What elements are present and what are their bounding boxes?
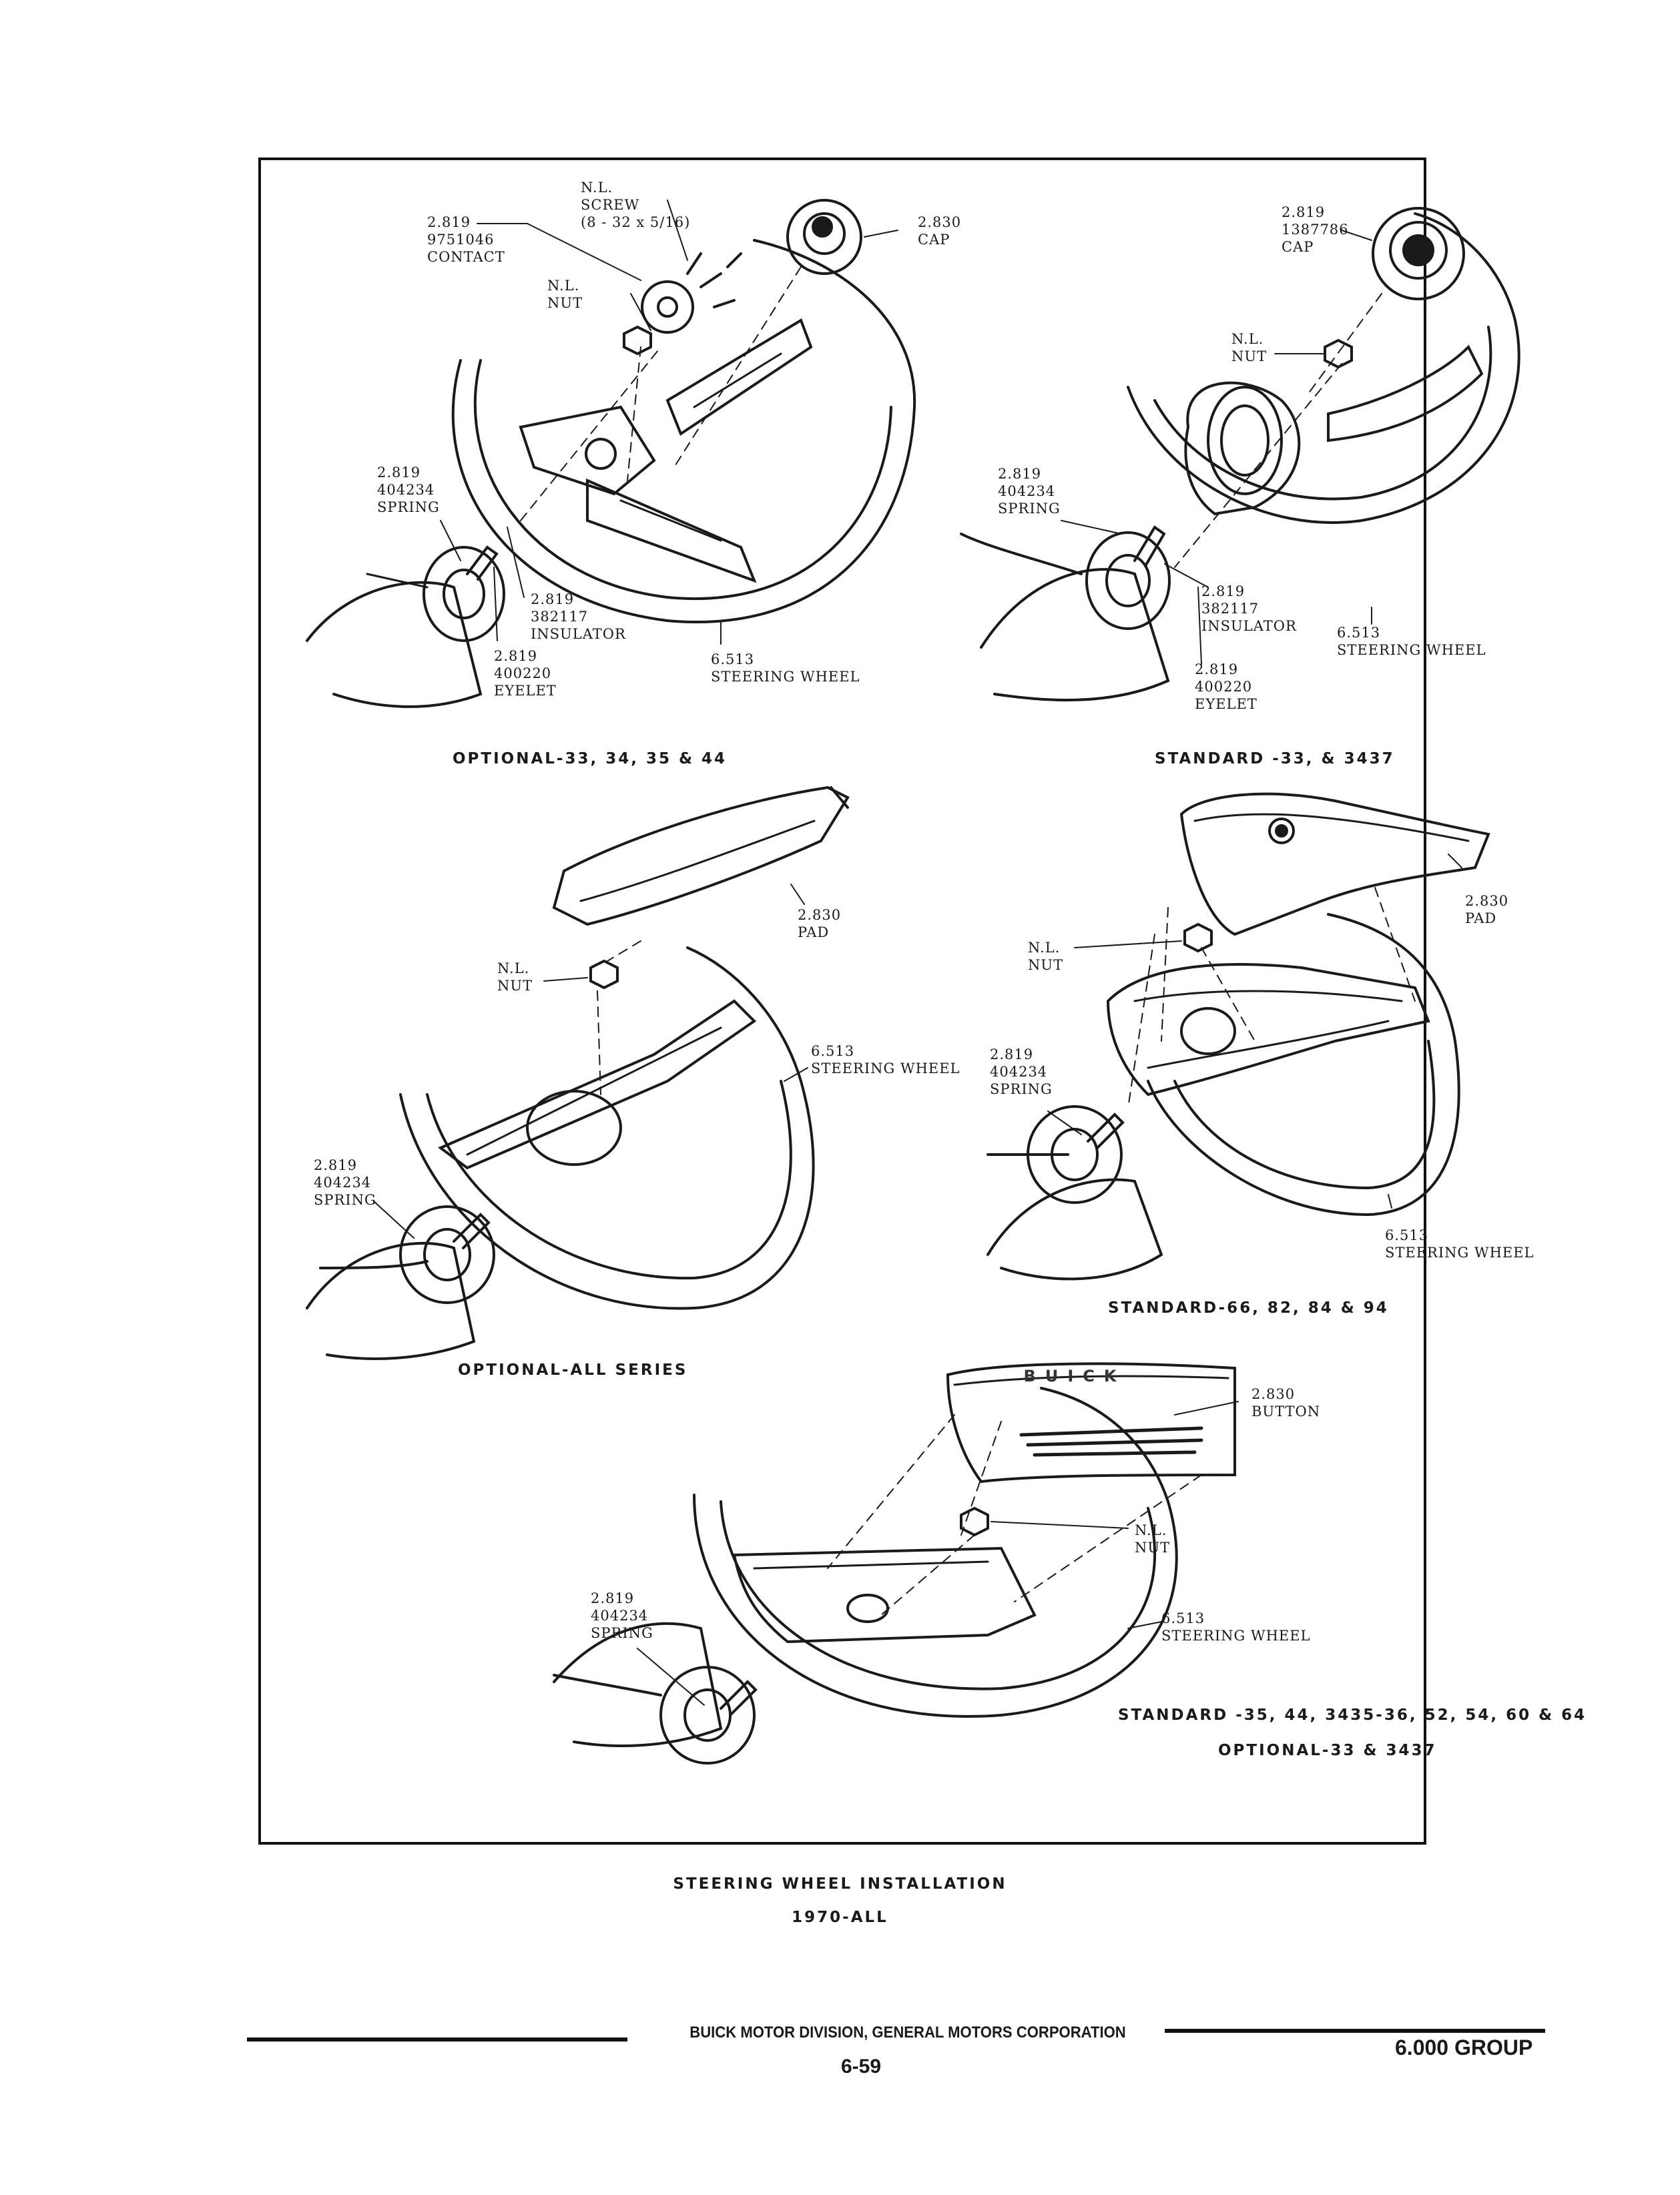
label-nut: N.L. NUT (1231, 331, 1268, 364)
screw (686, 252, 742, 308)
label-eyelet: 2.819 400220 EYELET (494, 648, 557, 699)
pad (1179, 792, 1490, 936)
button-lettering: BUICK (1023, 1367, 1126, 1385)
label-screw: N.L. SCREW (8 - 32 x 5/16) (581, 180, 691, 230)
label-steering-wheel: 6.513 STEERING WHEEL (1161, 1610, 1311, 1644)
nut (589, 959, 619, 990)
steering-wheel-rim (1147, 913, 1460, 1217)
steering-wheel-rim (1127, 212, 1520, 525)
panel-5-caption: STANDARD -35, 44, 3435-36, 52, 54, 60 & … (1118, 1706, 1587, 1724)
label-spring: 2.819 404234 SPRING (377, 464, 440, 515)
horn-cap (1372, 207, 1465, 300)
label-insulator: 2.819 382117 INSULATOR (1201, 583, 1297, 634)
label-spring: 2.819 404234 SPRING (314, 1157, 376, 1208)
label-steering-wheel: 6.513 STEERING WHEEL (1337, 625, 1486, 658)
figure-subtitle: 1970-ALL (792, 1909, 888, 1926)
label-nut: N.L. NUT (1028, 940, 1064, 973)
steering-wheel-spoke (665, 318, 813, 436)
hub (1184, 381, 1301, 516)
page-number: 6-59 (840, 2056, 882, 2078)
label-spring: 2.819 404234 SPRING (998, 466, 1061, 517)
label-insulator: 2.819 382117 INSULATOR (531, 591, 626, 642)
contact-plate (641, 280, 694, 334)
panel-5-caption-2: OPTIONAL-33 & 3437 (1218, 1742, 1437, 1759)
steering-column (987, 1178, 1163, 1281)
label-nut: N.L. NUT (547, 278, 583, 311)
nut (1324, 338, 1353, 369)
label-pad: 2.830 PAD (1465, 893, 1509, 926)
label-steering-wheel: 6.513 STEERING WHEEL (811, 1043, 960, 1076)
steering-wheel-spoke (732, 1546, 1037, 1644)
panel-4-caption: STANDARD-66, 82, 84 & 94 (1108, 1299, 1389, 1317)
steering-column (306, 1241, 476, 1360)
steering-wheel-rim (399, 946, 815, 1310)
hub (846, 1594, 889, 1623)
footer-division: BUICK MOTOR DIVISION, GENERAL MOTORS COR… (689, 2023, 1126, 2042)
figure-title: STEERING WHEEL INSTALLATION (673, 1875, 1007, 1893)
nut (623, 325, 652, 356)
label-cap: 2.830 CAP (918, 214, 962, 248)
steering-column (553, 1622, 723, 1747)
footer-rule-right (1165, 2029, 1545, 2033)
footer-rule-left (247, 2037, 627, 2042)
panel-1-drawing (306, 199, 916, 708)
panel-4-drawing (987, 792, 1490, 1281)
hub (526, 1090, 622, 1166)
steering-column (306, 581, 483, 708)
steering-wheel-spoke (1106, 963, 1430, 1096)
pad (552, 786, 850, 926)
label-contact: 2.819 9751046 CONTACT (427, 214, 505, 265)
label-button: 2.830 BUTTON (1251, 1386, 1321, 1420)
panel-5-drawing (553, 1362, 1239, 1765)
hub (1180, 1007, 1236, 1055)
label-nut: N.L. NUT (497, 960, 533, 994)
label-steering-wheel: 6.513 STEERING WHEEL (1385, 1227, 1534, 1261)
button (946, 1362, 1236, 1484)
steering-wheel-rim (451, 239, 916, 623)
label-spring: 2.819 404234 SPRING (990, 1046, 1053, 1097)
group-label: 6.000 GROUP (1395, 2035, 1533, 2060)
label-cap: 2.819 1387786 CAP (1282, 204, 1349, 255)
steering-wheel-spoke (586, 478, 757, 583)
label-eyelet: 2.819 400220 EYELET (1195, 661, 1257, 712)
label-spring: 2.819 404234 SPRING (591, 1590, 653, 1641)
steering-wheel-spoke (1327, 344, 1484, 442)
figure-frame (258, 158, 1426, 1845)
nut (1183, 922, 1213, 953)
panel-3-drawing (306, 786, 850, 1360)
hub-plate (519, 405, 656, 496)
steering-column (980, 568, 1170, 701)
panel-2-drawing (960, 207, 1520, 701)
steering-wheel-rim (693, 1387, 1178, 1718)
panel-1-caption: OPTIONAL-33, 34, 35 & 44 (453, 750, 728, 767)
label-nut: N.L. NUT (1135, 1522, 1171, 1556)
panel-2-caption: STANDARD -33, & 3437 (1155, 750, 1395, 767)
nut (960, 1506, 989, 1537)
steering-wheel-spoke (438, 999, 757, 1170)
panel-3-caption: OPTIONAL-ALL SERIES (458, 1361, 688, 1379)
horn-cap (786, 199, 862, 275)
label-steering-wheel: 6.513 STEERING WHEEL (711, 651, 860, 685)
label-pad: 2.830 PAD (798, 907, 842, 940)
